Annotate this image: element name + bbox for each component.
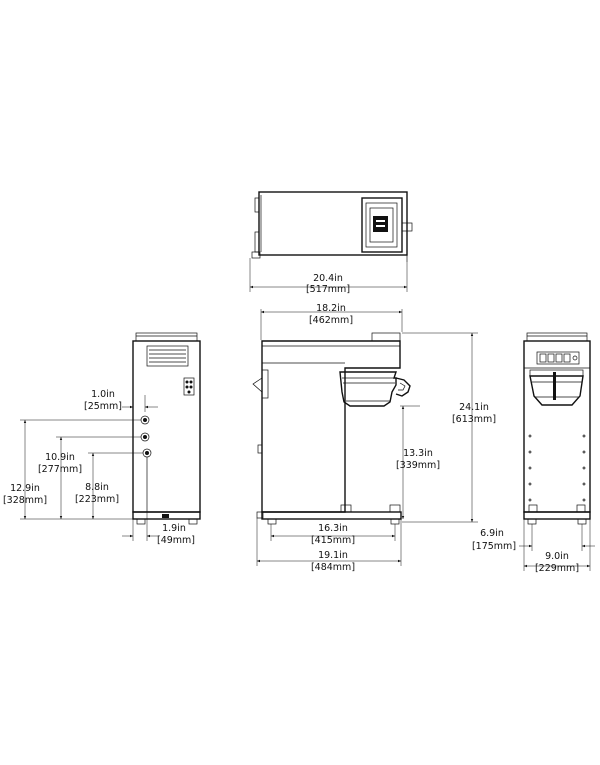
side-view <box>252 332 411 525</box>
dim-rear-total-height-metric: [328mm] <box>3 495 47 506</box>
dim-overall-width-metric: [229mm] <box>535 563 579 574</box>
dim-inlet-lower-height-imperial: 8.8in <box>85 482 109 493</box>
dim-leg-spacing-width-metric: [175mm] <box>472 541 516 552</box>
dim-rear-total-height-imperial: 12.9in <box>10 483 40 494</box>
dim-leg-spacing-width: 6.9in [175mm] <box>472 524 595 552</box>
dim-overall-height-metric: [613mm] <box>452 414 496 425</box>
dim-funnel-clearance-metric: [339mm] <box>396 460 440 471</box>
dim-front-width-top-metric: [462mm] <box>309 315 353 326</box>
dim-inlet-lower-height-metric: [223mm] <box>75 494 119 505</box>
dim-inlet-offset: 1.0in [25mm] <box>84 389 158 412</box>
dim-leg-spacing-width-imperial: 6.9in <box>480 528 504 539</box>
dim-leg-spacing-depth-imperial: 16.3in <box>318 523 348 534</box>
dim-inlet-lower-height: 8.8in [223mm] <box>75 452 143 519</box>
dim-rear-inlet-side-metric: [49mm] <box>157 535 195 546</box>
dim-funnel-clearance: 13.3in [339mm] <box>396 405 440 519</box>
dim-rear-total-height: 12.9in [328mm] <box>3 419 141 520</box>
dim-top-depth: 20.4in [517mm] <box>249 258 408 295</box>
dim-inlet-offset-imperial: 1.0in <box>91 389 115 400</box>
top-view <box>251 191 413 262</box>
dim-overall-width: 9.0in [229mm] <box>523 519 591 574</box>
dim-inlet-upper-height-imperial: 10.9in <box>45 452 75 463</box>
dim-overall-depth-metric: [484mm] <box>311 562 355 573</box>
dim-rear-inlet-side: 1.9in [49mm] <box>122 512 195 546</box>
dim-funnel-clearance-imperial: 13.3in <box>403 448 433 459</box>
dim-leg-spacing-depth: 16.3in [415mm] <box>270 523 396 546</box>
dim-front-width-top-imperial: 18.2in <box>316 303 346 314</box>
dim-overall-width-imperial: 9.0in <box>545 551 569 562</box>
dim-leg-spacing-depth-metric: [415mm] <box>311 535 355 546</box>
rear-view <box>132 332 201 525</box>
dim-overall-height: 24.1in [613mm] <box>402 332 496 523</box>
dim-inlet-upper-height-metric: [277mm] <box>38 464 82 475</box>
dim-overall-depth-imperial: 19.1in <box>318 550 348 561</box>
front-view <box>523 332 591 525</box>
dim-inlet-offset-metric: [25mm] <box>84 401 122 412</box>
dim-inlet-upper-height: 10.9in [277mm] <box>38 436 141 519</box>
dim-front-width-top: 18.2in [462mm] <box>260 303 403 340</box>
dim-top-depth-imperial: 20.4in <box>313 273 343 284</box>
dim-rear-inlet-side-imperial: 1.9in <box>162 523 186 534</box>
dim-overall-height-imperial: 24.1in <box>459 402 489 413</box>
dim-top-depth-metric: [517mm] <box>306 284 350 295</box>
dim-overall-depth: 19.1in [484mm] <box>256 518 402 573</box>
